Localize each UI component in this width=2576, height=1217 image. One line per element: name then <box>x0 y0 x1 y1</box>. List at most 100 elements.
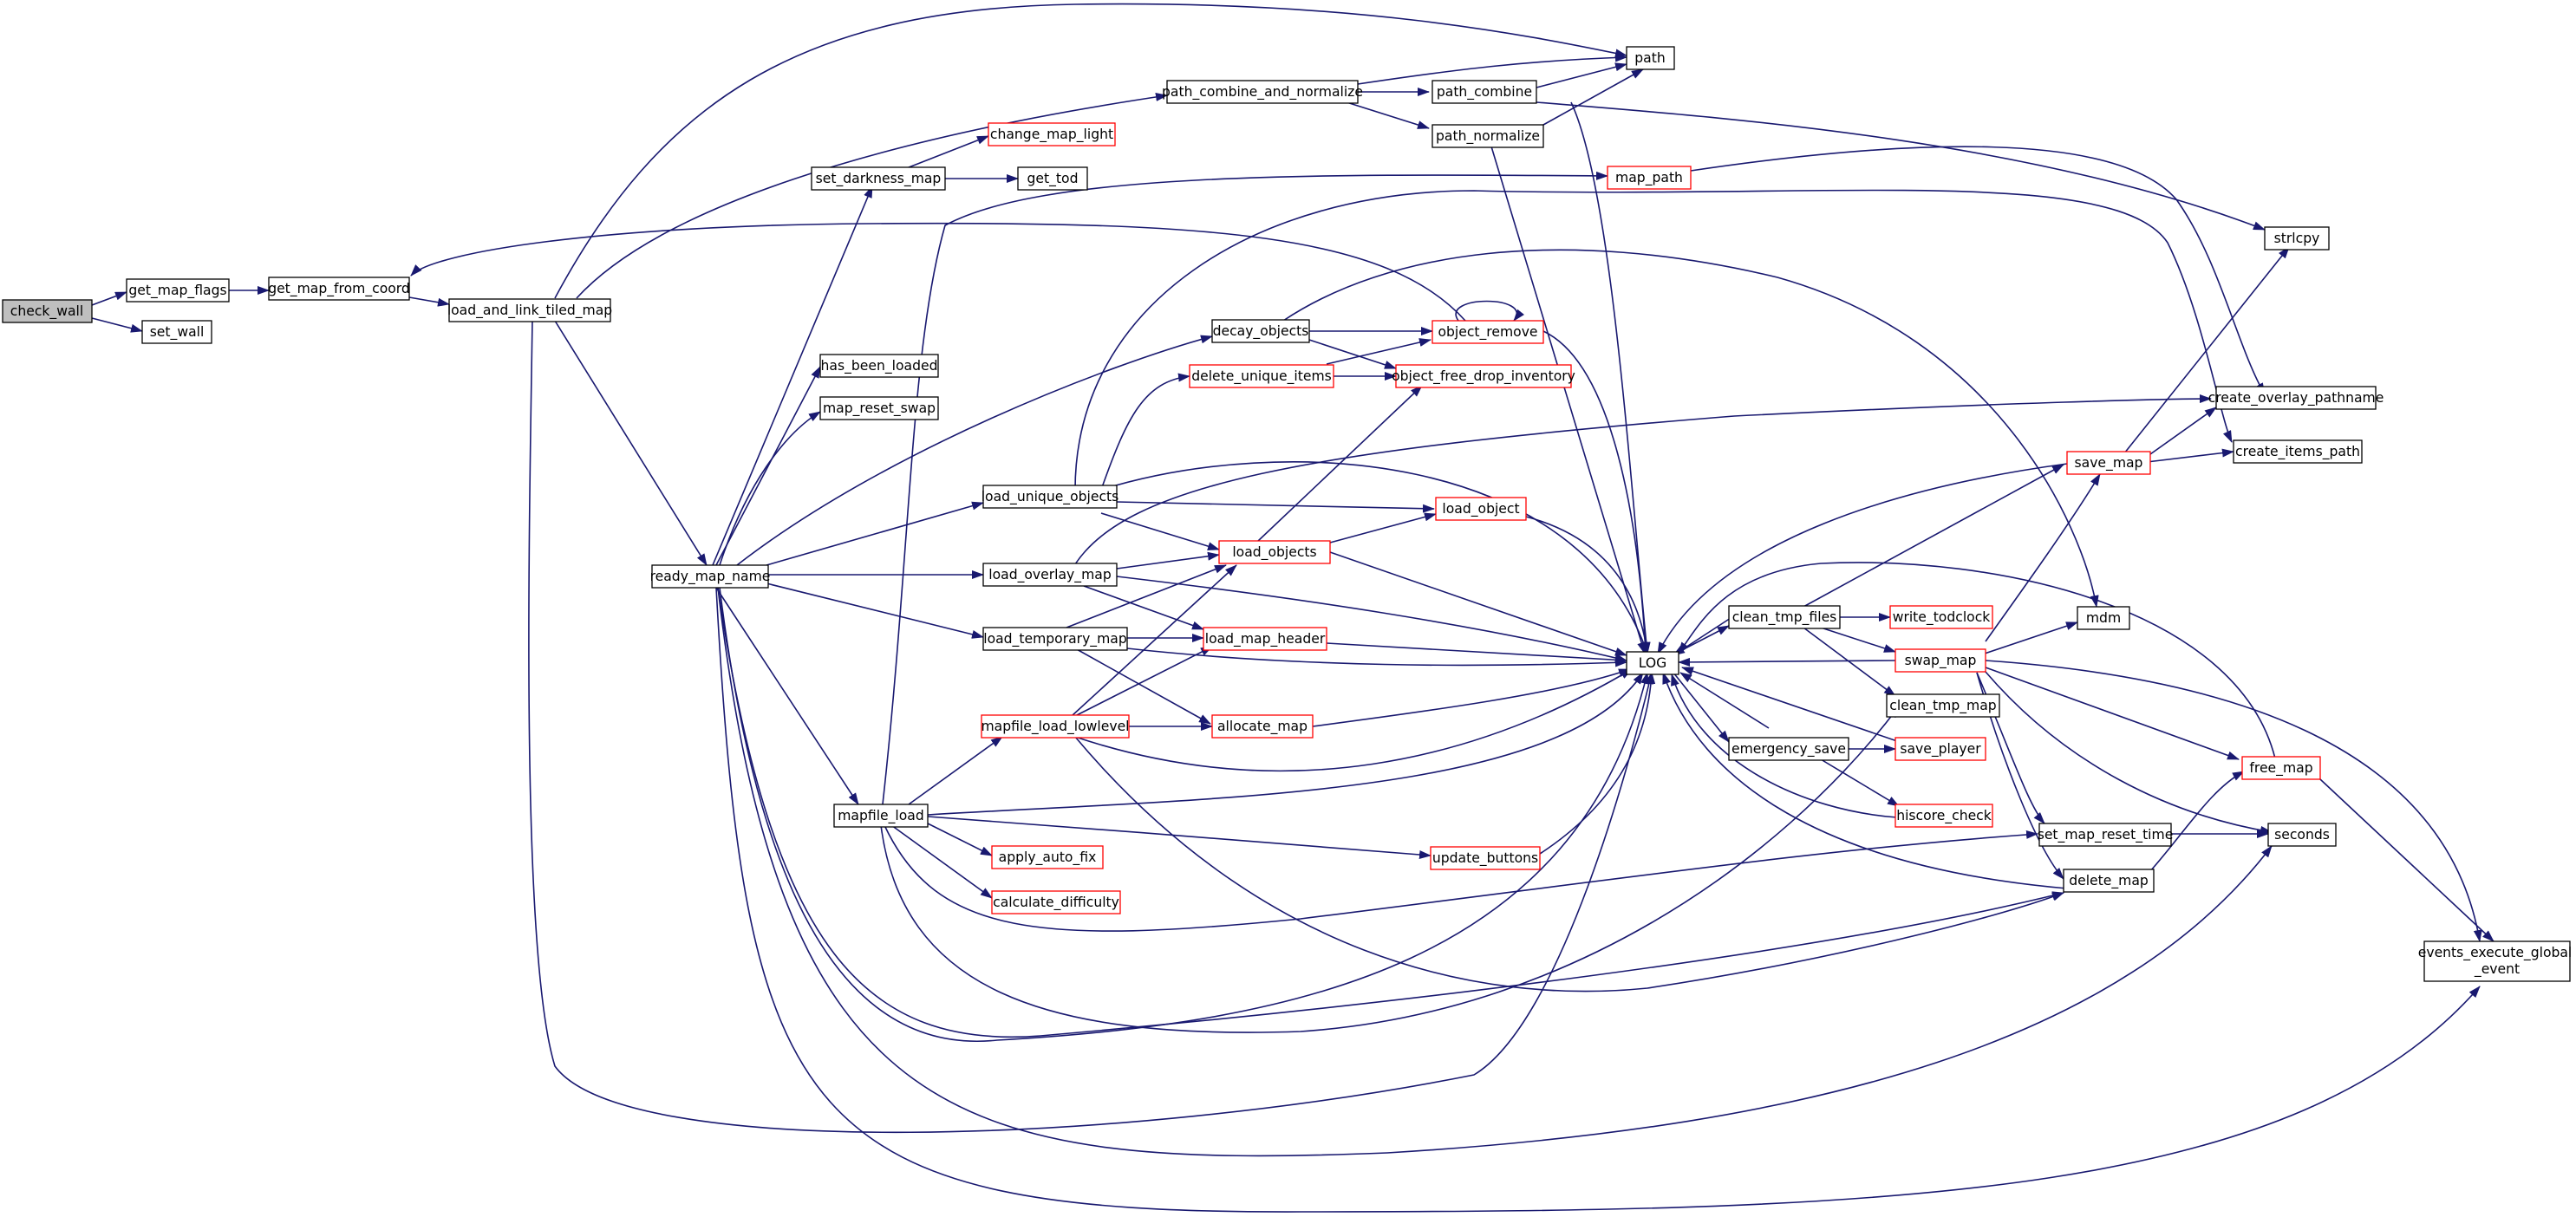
node-label-path_combine: path_combine <box>1437 84 1532 101</box>
edge-object_remove-get_map_from_coord <box>410 222 1466 322</box>
node-label-mapfile_load_lowlevel: mapfile_load_lowlevel <box>981 719 1129 735</box>
node-create_items_path[interactable]: create_items_path <box>2233 439 2363 464</box>
node-swap_map[interactable]: swap_map <box>1895 648 1986 673</box>
node-label-load_temporary_map: load_temporary_map <box>983 631 1127 648</box>
edge-swap_map-save_map <box>1985 473 2101 642</box>
edge-decay_objects-object_free_drop_inventory <box>1308 339 1397 369</box>
edge-free_map-LOG <box>1678 562 2276 759</box>
edge-emergency_save-LOG <box>1679 672 1770 729</box>
node-mapfile_load[interactable]: mapfile_load <box>833 804 929 828</box>
node-strlcpy[interactable]: strlcpy <box>2264 226 2330 251</box>
node-map_path[interactable]: map_path <box>1607 166 1692 190</box>
node-label-path_normalize: path_normalize <box>1436 128 1540 145</box>
node-apply_auto_fix[interactable]: apply_auto_fix <box>991 845 1104 869</box>
edge-object_remove-object_remove <box>1455 300 1525 322</box>
edge-mapfile_load-clean_tmp_map <box>880 706 1900 1033</box>
edge-load_overlay_map-LOG <box>1116 576 1627 662</box>
edge-ready_map_name-load_temporary_map <box>766 582 984 639</box>
node-update_buttons[interactable]: update_buttons <box>1430 846 1541 870</box>
node-label-load_object: load_object <box>1442 501 1519 517</box>
node-clean_tmp_files[interactable]: clean_tmp_files <box>1728 605 1841 629</box>
node-path_combine_and_normalize[interactable]: path_combine_and_normalize <box>1162 80 1363 104</box>
node-label-ready_map_name: ready_map_name <box>650 569 771 585</box>
node-load_object[interactable]: load_object <box>1435 497 1527 521</box>
edge-mapfile_load-set_map_reset_time <box>884 824 2038 932</box>
edge-load_unique_objects-load_object <box>1116 501 1435 513</box>
edge-update_buttons-LOG <box>1539 672 1656 855</box>
node-path[interactable]: path <box>1626 46 1675 70</box>
node-object_remove[interactable]: object_remove <box>1431 320 1544 344</box>
node-set_darkness_map[interactable]: set_darkness_map <box>811 166 946 191</box>
edge-load_unique_objects-create_items_path <box>1074 189 2233 491</box>
node-events_execute_global_event[interactable]: events_execute_global _event <box>2418 940 2576 982</box>
edge-get_map_from_coord-load_and_link_tiled_map <box>408 296 450 307</box>
edge-mapfile_load_lowlevel-load_objects <box>1071 564 1237 717</box>
node-label-load_objects: load_objects <box>1232 544 1316 561</box>
node-has_been_loaded[interactable]: has_been_loaded <box>819 354 939 378</box>
edge-ready_map_name-decay_objects <box>736 335 1213 566</box>
node-allocate_map[interactable]: allocate_map <box>1211 714 1314 739</box>
node-decay_objects[interactable]: decay_objects <box>1211 319 1310 343</box>
edge-allocate_map-LOG <box>1312 668 1631 727</box>
edge-ready_map_name-has_been_loaded <box>715 366 821 566</box>
node-save_player[interactable]: save_player <box>1895 737 1986 761</box>
edge-mapfile_load-update_buttons <box>927 816 1431 859</box>
node-emergency_save[interactable]: emergency_save <box>1728 737 1849 761</box>
node-check_wall[interactable]: check_wall <box>2 299 93 323</box>
node-path_combine[interactable]: path_combine <box>1431 80 1537 104</box>
node-label-write_todclock: write_todclock <box>1893 609 1991 626</box>
node-load_overlay_map[interactable]: load_overlay_map <box>982 563 1118 587</box>
node-label-get_map_from_coord: get_map_from_coord <box>268 281 410 297</box>
node-label-apply_auto_fix: apply_auto_fix <box>999 849 1097 866</box>
node-hiscore_check[interactable]: hiscore_check <box>1895 804 1993 828</box>
node-seconds[interactable]: seconds <box>2267 823 2337 847</box>
edge-mapfile_load-LOG <box>927 672 1644 816</box>
edge-emergency_save-hiscore_check <box>1820 758 1900 807</box>
node-load_objects[interactable]: load_objects <box>1218 540 1331 564</box>
node-label-strlcpy: strlcpy <box>2274 231 2320 246</box>
node-label-object_free_drop_inventory: object_free_drop_inventory <box>1392 368 1575 385</box>
node-free_map[interactable]: free_map <box>2241 756 2321 780</box>
node-delete_map[interactable]: delete_map <box>2063 869 2155 893</box>
node-set_map_reset_time[interactable]: set_map_reset_time <box>2038 823 2174 847</box>
node-get_map_from_coord[interactable]: get_map_from_coord <box>268 277 410 301</box>
node-label-load_and_link_tiled_map: load_and_link_tiled_map <box>447 303 612 319</box>
node-load_and_link_tiled_map[interactable]: load_and_link_tiled_map <box>447 298 612 322</box>
node-label-calculate_difficulty: calculate_difficulty <box>993 895 1119 911</box>
node-load_map_header[interactable]: load_map_header <box>1203 627 1327 651</box>
edge-map_path-create_overlay_pathname <box>1690 146 2266 395</box>
node-label-decay_objects: decay_objects <box>1213 323 1309 340</box>
edge-path_combine_and_normalize-path_normalize <box>1343 101 1430 129</box>
edge-ready_map_name-delete_map <box>717 587 2064 1038</box>
node-change_map_light[interactable]: change_map_light <box>988 122 1116 146</box>
node-save_map[interactable]: save_map <box>2066 451 2151 475</box>
edge-mapfile_load-mapfile_load_lowlevel <box>908 736 1003 805</box>
node-object_free_drop_inventory[interactable]: object_free_drop_inventory <box>1392 364 1575 388</box>
node-mapfile_load_lowlevel[interactable]: mapfile_load_lowlevel <box>981 714 1130 739</box>
edge-swap_map-LOG <box>1678 657 1896 667</box>
edge-mapfile_load_lowlevel-load_map_header <box>1074 646 1213 717</box>
node-path_normalize[interactable]: path_normalize <box>1431 124 1544 148</box>
node-load_unique_objects[interactable]: load_unique_objects <box>981 485 1119 509</box>
edge-decay_objects-mdm <box>1282 249 2099 608</box>
node-set_wall[interactable]: set_wall <box>141 320 212 344</box>
edge-load_object-LOG <box>1525 516 1651 654</box>
edge-load_unique_objects-LOG <box>1100 461 1648 654</box>
edge-load_temporary_map-load_objects <box>1066 564 1227 628</box>
node-load_temporary_map[interactable]: load_temporary_map <box>982 627 1128 651</box>
node-LOG[interactable]: LOG <box>1626 651 1679 675</box>
edge-swap_map-mdm <box>1981 622 2078 655</box>
node-clean_tmp_map[interactable]: clean_tmp_map <box>1886 693 2000 718</box>
node-create_overlay_pathname[interactable]: create_overlay_pathname <box>2208 386 2384 410</box>
node-get_tod[interactable]: get_tod <box>1017 166 1088 191</box>
node-write_todclock[interactable]: write_todclock <box>1889 605 1993 629</box>
node-mdm[interactable]: mdm <box>2077 606 2130 630</box>
node-label-path: path <box>1634 50 1665 66</box>
node-delete_unique_items[interactable]: delete_unique_items <box>1189 364 1334 388</box>
node-map_reset_swap[interactable]: map_reset_swap <box>819 396 939 420</box>
node-get_map_flags[interactable]: get_map_flags <box>126 278 230 303</box>
node-label-set_map_reset_time: set_map_reset_time <box>2038 827 2174 843</box>
node-label-create_items_path: create_items_path <box>2235 444 2360 460</box>
node-calculate_difficulty[interactable]: calculate_difficulty <box>991 890 1121 914</box>
node-ready_map_name[interactable]: ready_map_name <box>650 564 771 589</box>
